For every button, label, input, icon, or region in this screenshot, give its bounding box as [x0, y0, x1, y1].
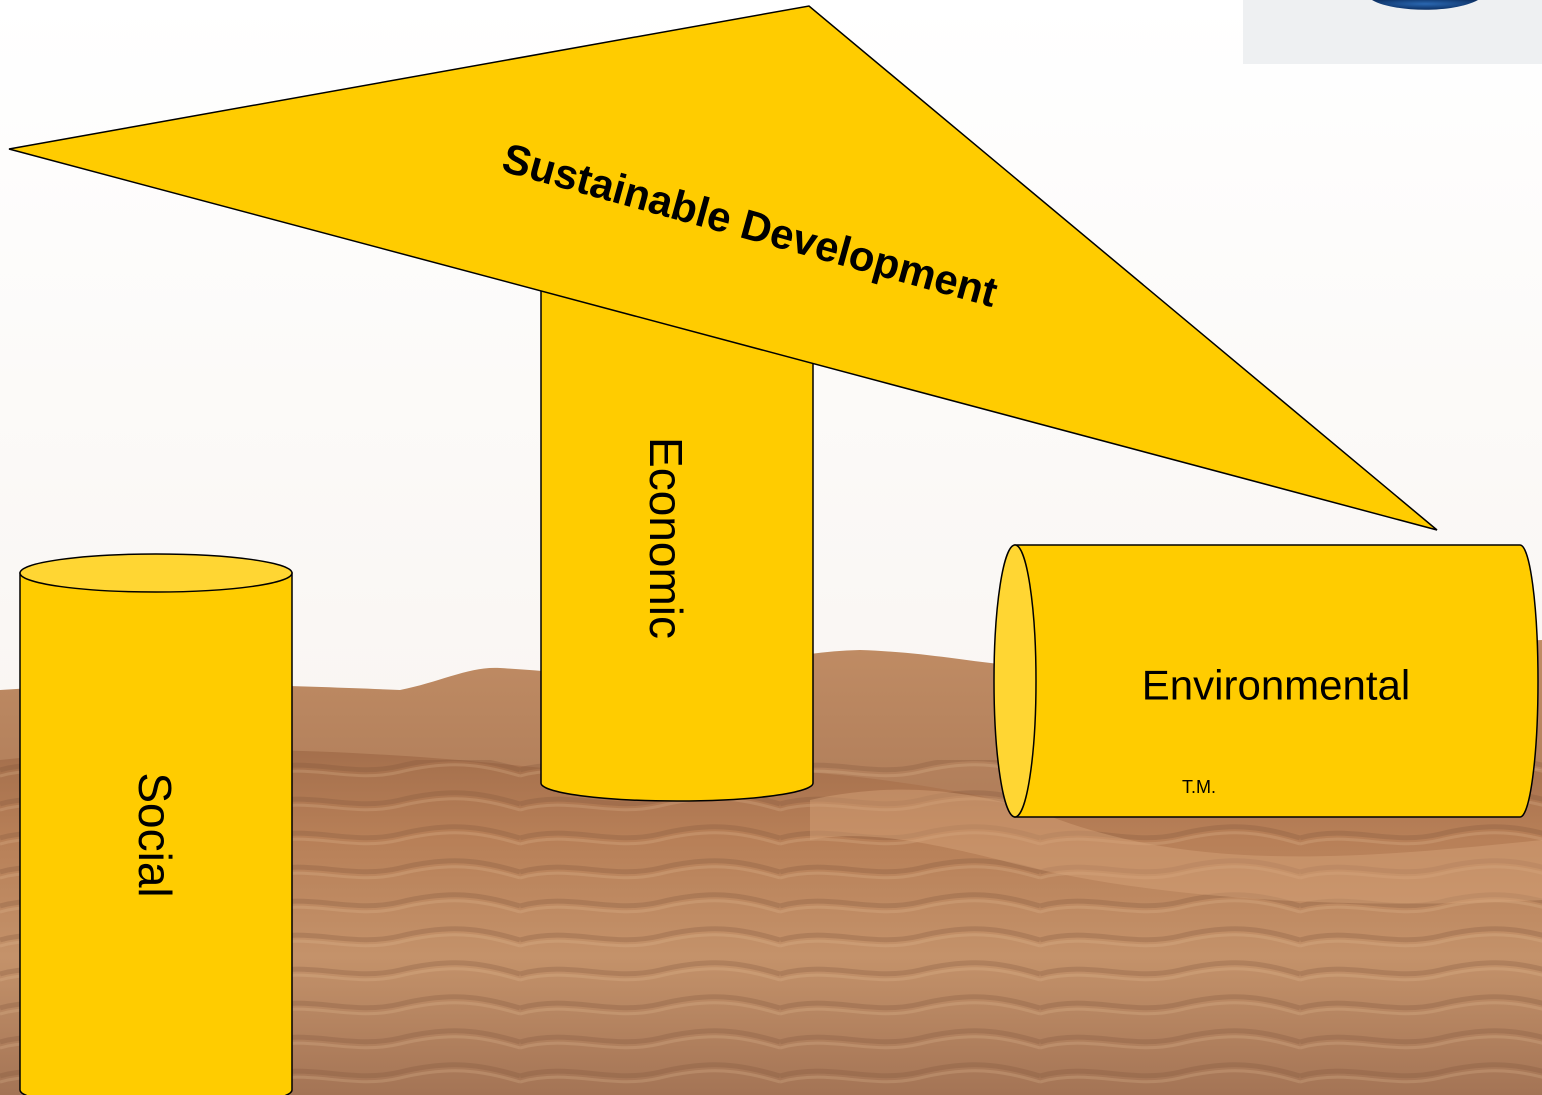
logo-icon: [1372, 0, 1478, 10]
environmental-pillar-end: [993, 544, 1037, 818]
signature-text: T.M.: [1182, 777, 1216, 797]
social-pillar-top: [19, 553, 293, 593]
sustainable-development-roof: Sustainable Development: [8, 5, 1438, 531]
environmental-label: Environmental: [1142, 662, 1410, 709]
social-pillar: Social: [19, 553, 293, 1095]
environmental-pillar: Environmental: [993, 544, 1539, 818]
social-label: Social: [129, 772, 181, 897]
economic-pillar: Economic: [540, 284, 814, 802]
logo-panel: [1243, 0, 1542, 64]
economic-label: Economic: [640, 437, 692, 639]
